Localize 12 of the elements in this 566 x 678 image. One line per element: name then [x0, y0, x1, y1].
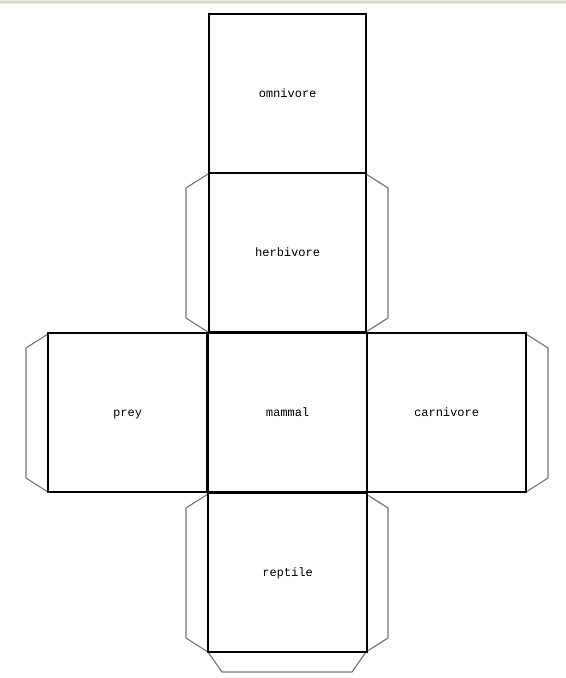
face-label: prey: [113, 406, 142, 420]
face-label: mammal: [266, 406, 310, 420]
cube-face: [208, 172, 367, 333]
cube-face: [47, 332, 208, 493]
cube-face: [208, 13, 367, 174]
face-label: reptile: [262, 566, 313, 580]
face-label: omnivore: [258, 86, 316, 100]
cube-face: [366, 332, 527, 493]
cube-face: [207, 492, 368, 653]
cube-face: [207, 332, 368, 493]
face-label: herbivore: [255, 246, 320, 260]
face-label: carnivore: [414, 406, 479, 420]
